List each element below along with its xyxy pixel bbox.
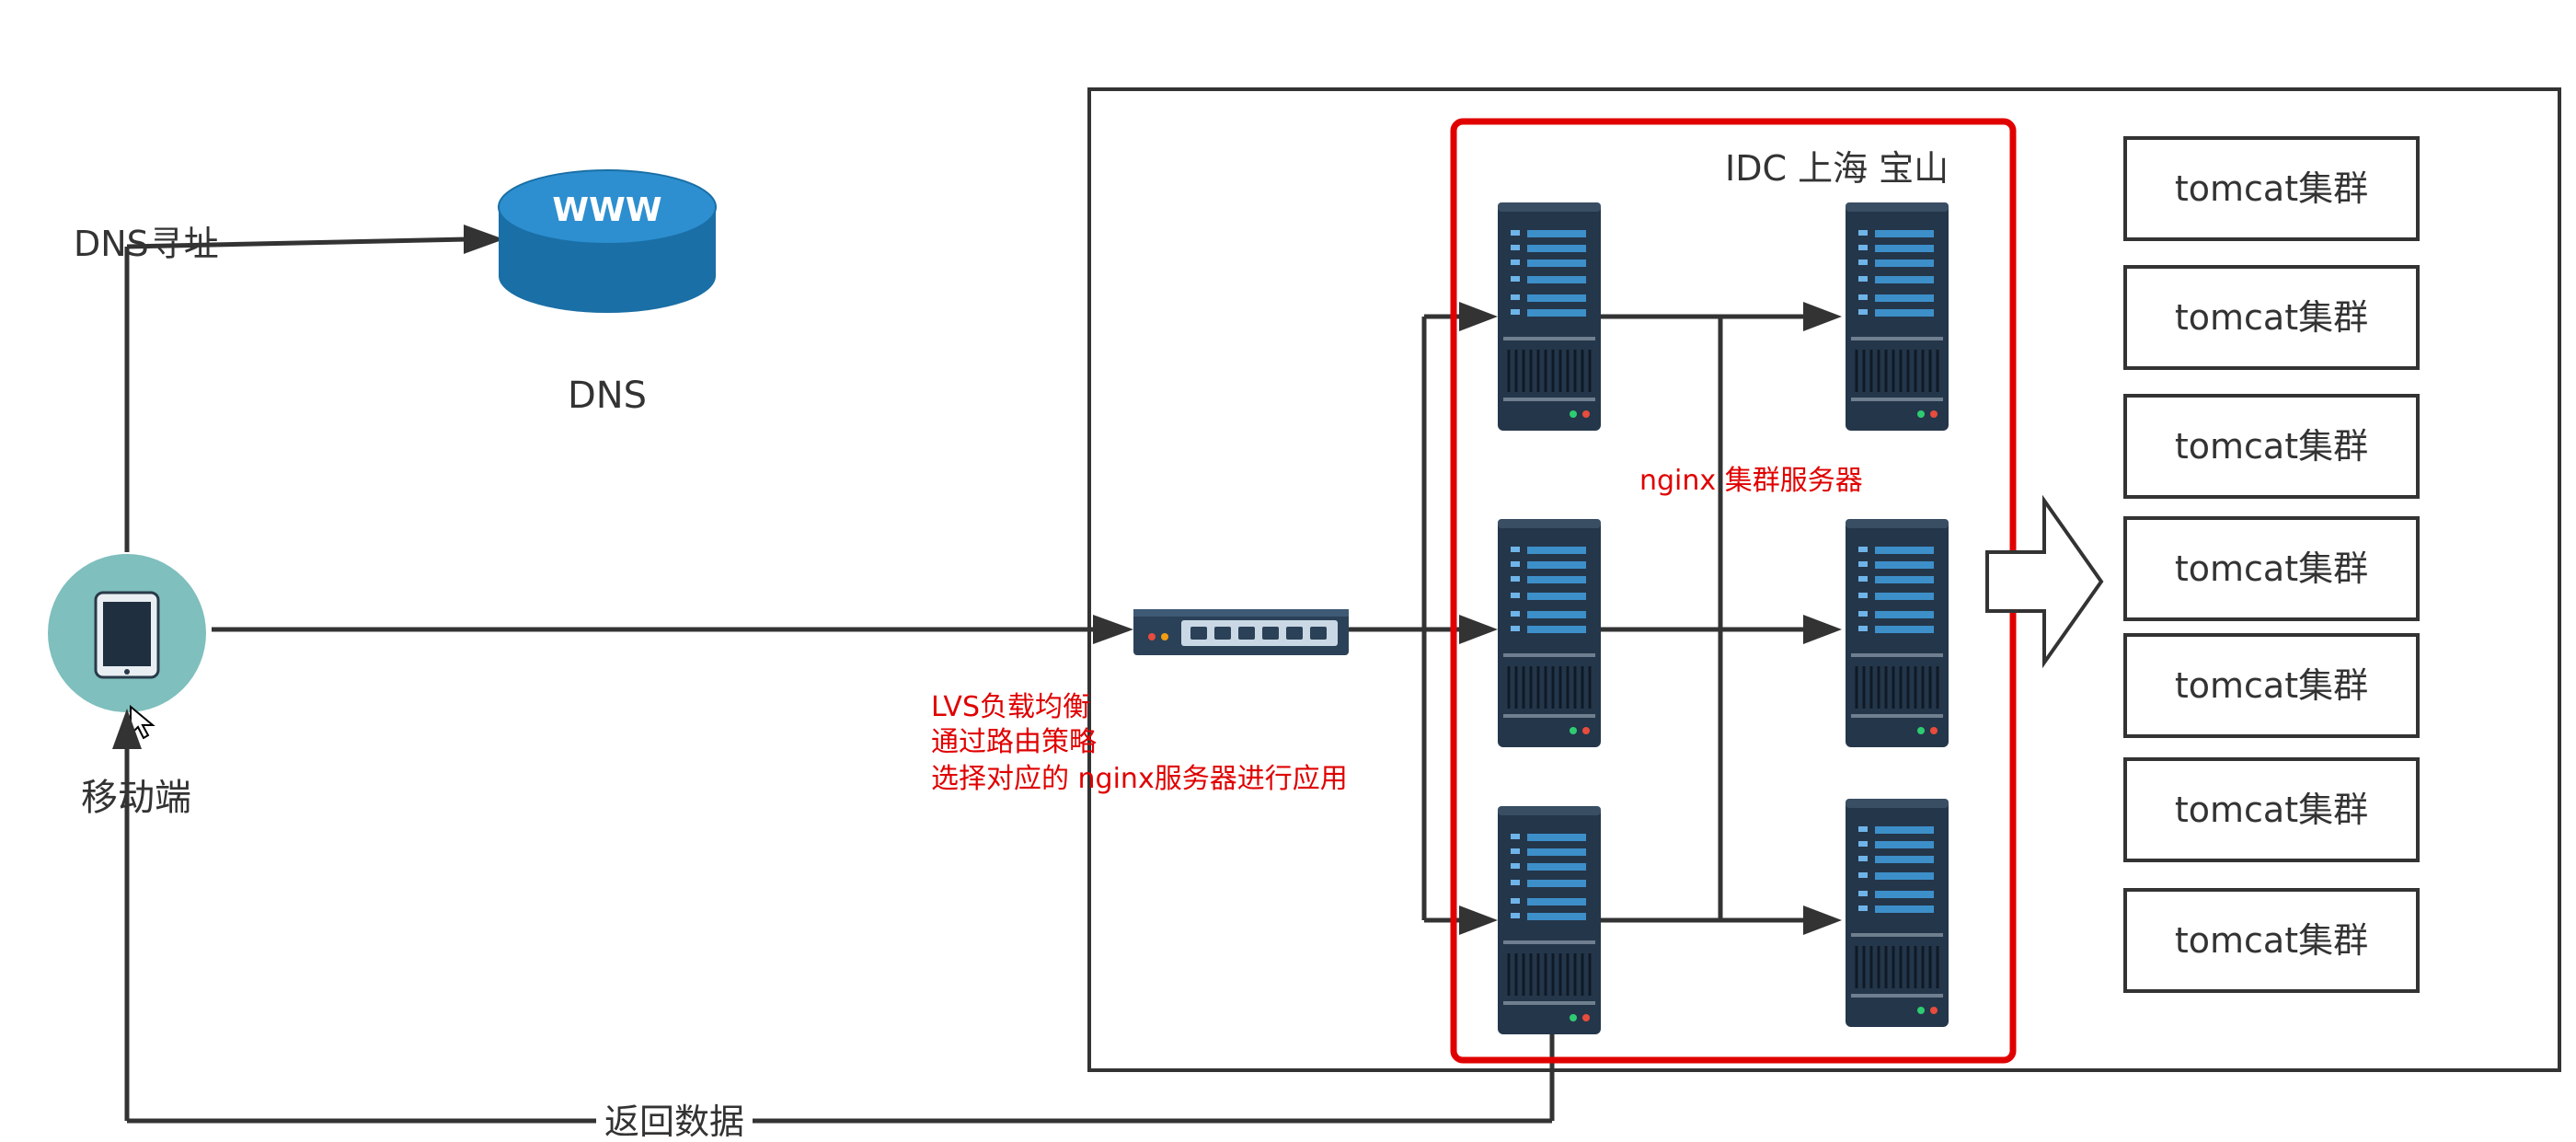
nginx-cluster-label: nginx 集群服务器 <box>1639 465 1863 497</box>
lvs-label-line1: LVS负载均衡 <box>931 691 1090 723</box>
tablet-icon[interactable] <box>48 554 206 712</box>
www-label: WWW <box>552 191 661 229</box>
lvs-label-line3: 选择对应的 nginx服务器进行应用 <box>931 763 1348 795</box>
tomcat-label: tomcat集群 <box>2175 665 2368 706</box>
tomcat-label: tomcat集群 <box>2175 297 2368 338</box>
tomcat-box-1[interactable]: tomcat集群 <box>2123 136 2420 241</box>
tomcat-box-3[interactable]: tomcat集群 <box>2123 394 2420 499</box>
idc-frame <box>1087 87 2561 1072</box>
lvs-label-line2: 通过路由策略 <box>931 726 1097 758</box>
tomcat-label: tomcat集群 <box>2175 790 2368 830</box>
nginx-server-right-middle[interactable] <box>1844 517 1950 749</box>
tomcat-label: tomcat集群 <box>2175 920 2368 961</box>
hollow-arrow-icon <box>1985 494 2104 669</box>
switch-icon[interactable] <box>1133 609 1349 655</box>
tomcat-label: tomcat集群 <box>2175 168 2368 209</box>
nginx-server-right-bottom[interactable] <box>1844 797 1950 1029</box>
www-disk-icon <box>498 169 717 313</box>
idc-label: IDC 上海 宝山 <box>1725 148 1949 189</box>
mobile-label: 移动端 <box>81 777 191 819</box>
tomcat-box-6[interactable]: tomcat集群 <box>2123 757 2420 862</box>
nginx-server-left-top[interactable] <box>1496 201 1603 433</box>
dns-label: DNS <box>568 375 647 417</box>
tomcat-box-2[interactable]: tomcat集群 <box>2123 265 2420 370</box>
return-data-label: 返回数据 <box>604 1102 744 1142</box>
tomcat-label: tomcat集群 <box>2175 426 2368 467</box>
nginx-server-right-top[interactable] <box>1844 201 1950 433</box>
nginx-server-left-middle[interactable] <box>1496 517 1603 749</box>
tomcat-label: tomcat集群 <box>2175 548 2368 589</box>
dns-lookup-label: DNS寻址 <box>74 224 219 264</box>
tomcat-box-5[interactable]: tomcat集群 <box>2123 633 2420 738</box>
nginx-server-left-bottom[interactable] <box>1496 804 1603 1036</box>
tomcat-box-4[interactable]: tomcat集群 <box>2123 516 2420 621</box>
tomcat-box-7[interactable]: tomcat集群 <box>2123 888 2420 993</box>
